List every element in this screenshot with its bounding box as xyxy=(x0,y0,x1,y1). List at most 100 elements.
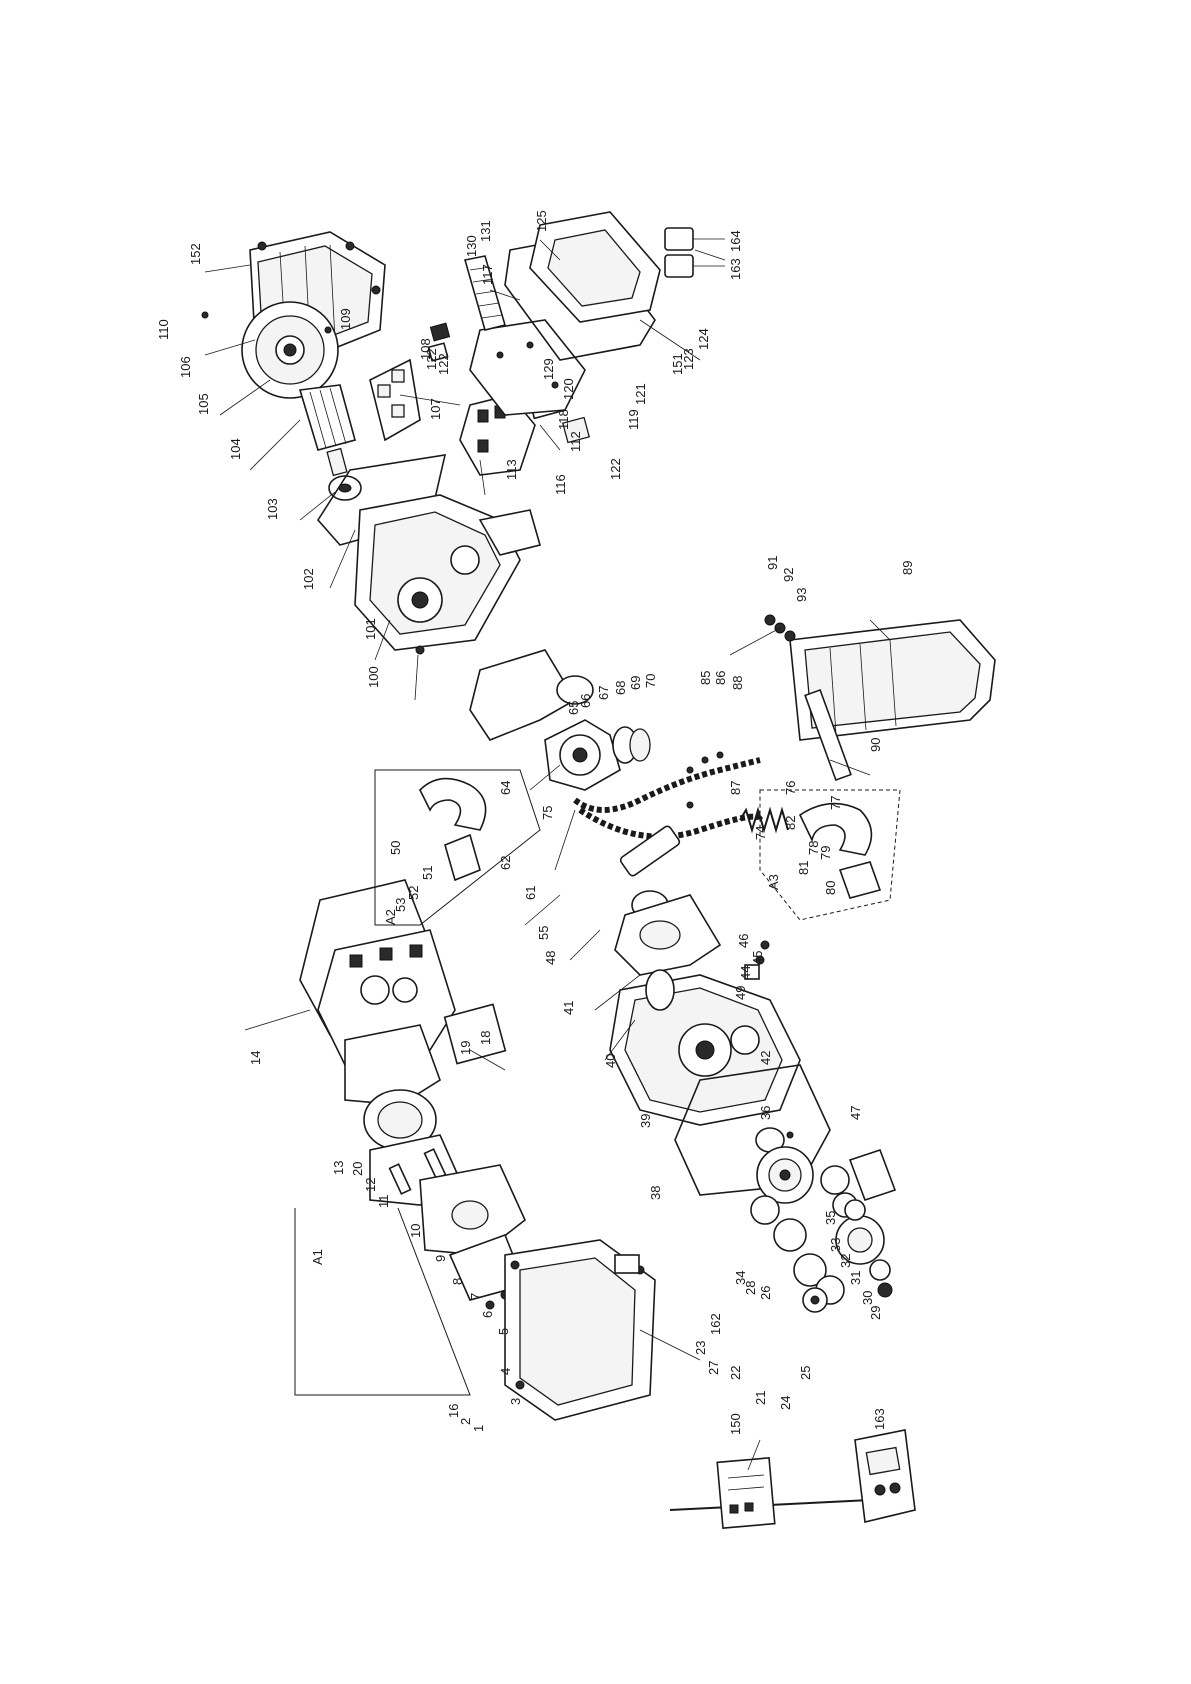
part-label-p6: 6 xyxy=(480,1311,495,1318)
pinion-33 xyxy=(820,1165,850,1195)
terminal-block-108 xyxy=(429,322,451,342)
part-label-p21: 21 xyxy=(753,1391,768,1405)
terminal-block-122 xyxy=(427,342,449,362)
bolt-set xyxy=(686,751,724,809)
part-label-p102: 102 xyxy=(301,568,316,590)
part-label-p66: 66 xyxy=(578,694,593,708)
gear-35 xyxy=(756,1146,814,1204)
part-label-p86: 86 xyxy=(713,671,728,685)
part-label-p117: 117 xyxy=(480,264,495,285)
part-label-p122b: 122 xyxy=(424,348,439,370)
spring xyxy=(739,806,789,834)
part-label-p7: 7 xyxy=(468,1293,483,1300)
spring-7 xyxy=(388,1163,412,1195)
group-a1 xyxy=(294,879,527,1396)
hook-50 xyxy=(419,777,487,831)
part-label-p110: 110 xyxy=(156,319,171,340)
group-label-gA2: A2 xyxy=(383,909,398,925)
part-label-p62: 62 xyxy=(498,856,513,870)
washer-29 xyxy=(877,1282,893,1298)
part-label-p50: 50 xyxy=(388,841,403,855)
part-label-p112: 112 xyxy=(568,431,583,452)
part-label-p45: 45 xyxy=(750,951,765,965)
group-a2 xyxy=(374,769,541,926)
gearbox-casing xyxy=(609,940,897,1202)
gear-train xyxy=(674,1064,893,1313)
part-label-p11: 11 xyxy=(376,1195,391,1209)
part-label-p64: 64 xyxy=(498,781,513,795)
pin-90 xyxy=(804,688,852,782)
latch-51 xyxy=(444,833,481,882)
part-label-p108: 108 xyxy=(418,338,433,360)
part-label-p23: 23 xyxy=(693,1341,708,1355)
bearing-66 xyxy=(556,675,594,705)
part-label-p42: 42 xyxy=(758,1051,773,1065)
part-label-p152: 152 xyxy=(188,243,203,265)
part-label-p47: 47 xyxy=(848,1106,863,1120)
group-label-gA1: A1 xyxy=(310,1249,325,1265)
part-label-p70: 70 xyxy=(643,674,658,688)
group-label-gA3: A3 xyxy=(766,874,781,890)
part-label-p151: 151 xyxy=(670,353,685,375)
part-label-p67: 67 xyxy=(596,686,611,700)
part-label-p100: 100 xyxy=(366,666,381,688)
part-label-p46: 46 xyxy=(736,934,751,948)
part-label-p41: 41 xyxy=(561,1001,576,1015)
part-label-p93: 93 xyxy=(794,588,809,602)
part-label-p68: 68 xyxy=(613,681,628,695)
screw-42 xyxy=(786,1131,794,1139)
part-label-p79: 79 xyxy=(818,846,833,860)
part-label-p107: 107 xyxy=(428,398,443,420)
terminal-strip xyxy=(463,255,506,331)
part-label-p131: 131 xyxy=(478,220,493,242)
part-label-p30: 30 xyxy=(860,1291,875,1305)
labels: 1234567891011121314161819202122232425262… xyxy=(156,210,915,1435)
chain-drive xyxy=(469,649,789,976)
part-label-p32: 32 xyxy=(838,1254,853,1268)
part-label-p29: 29 xyxy=(868,1306,883,1320)
part-label-p55: 55 xyxy=(536,926,551,940)
part-label-p163a: 163 xyxy=(728,258,743,280)
part-label-p19: 19 xyxy=(458,1041,473,1055)
part-label-p35: 35 xyxy=(823,1211,838,1225)
part-label-p14: 14 xyxy=(248,1051,263,1065)
part-label-p106: 106 xyxy=(178,356,193,378)
part-label-p10: 10 xyxy=(408,1224,423,1238)
part-label-p33: 33 xyxy=(828,1238,843,1252)
part-label-p162: 162 xyxy=(708,1313,723,1335)
part-label-p123: 123 xyxy=(681,348,696,370)
part-label-p13: 13 xyxy=(331,1161,346,1175)
part-label-p5: 5 xyxy=(496,1328,511,1335)
output-shaft xyxy=(619,825,681,877)
part-label-p163b: 163 xyxy=(872,1408,887,1430)
part-label-p24: 24 xyxy=(778,1396,793,1410)
end-shield xyxy=(241,301,339,399)
part-label-p105: 105 xyxy=(196,393,211,415)
part-label-p16: 16 xyxy=(446,1404,461,1418)
hook-latch-80 xyxy=(838,861,882,899)
leader-lines xyxy=(204,239,891,1471)
part-label-p34: 34 xyxy=(733,1271,748,1285)
part-label-p119: 119 xyxy=(626,409,641,430)
part-label-p82: 82 xyxy=(783,816,798,830)
washer-30 xyxy=(869,1259,891,1281)
part-label-p36: 36 xyxy=(758,1106,773,1120)
part-label-p20: 20 xyxy=(350,1162,365,1176)
part-label-p122a: 122 xyxy=(436,353,451,375)
part-label-p28: 28 xyxy=(743,1281,758,1295)
part-label-p77: 77 xyxy=(828,796,843,810)
part-label-p49: 49 xyxy=(733,986,748,1000)
part-label-p3: 3 xyxy=(508,1398,523,1405)
part-label-p74: 74 xyxy=(753,826,768,840)
part-label-p103: 103 xyxy=(265,498,280,520)
part-label-p92: 92 xyxy=(781,568,796,582)
part-label-p26: 26 xyxy=(758,1286,773,1300)
brush-holder xyxy=(369,358,421,442)
part-label-p90: 90 xyxy=(868,738,883,752)
part-label-p81: 81 xyxy=(796,861,811,875)
control-box-cover xyxy=(529,211,661,323)
hook-body-82 xyxy=(798,802,873,856)
gearbox-housing xyxy=(354,494,541,651)
part-label-p80: 80 xyxy=(823,881,838,895)
part-label-p52: 52 xyxy=(406,886,421,900)
